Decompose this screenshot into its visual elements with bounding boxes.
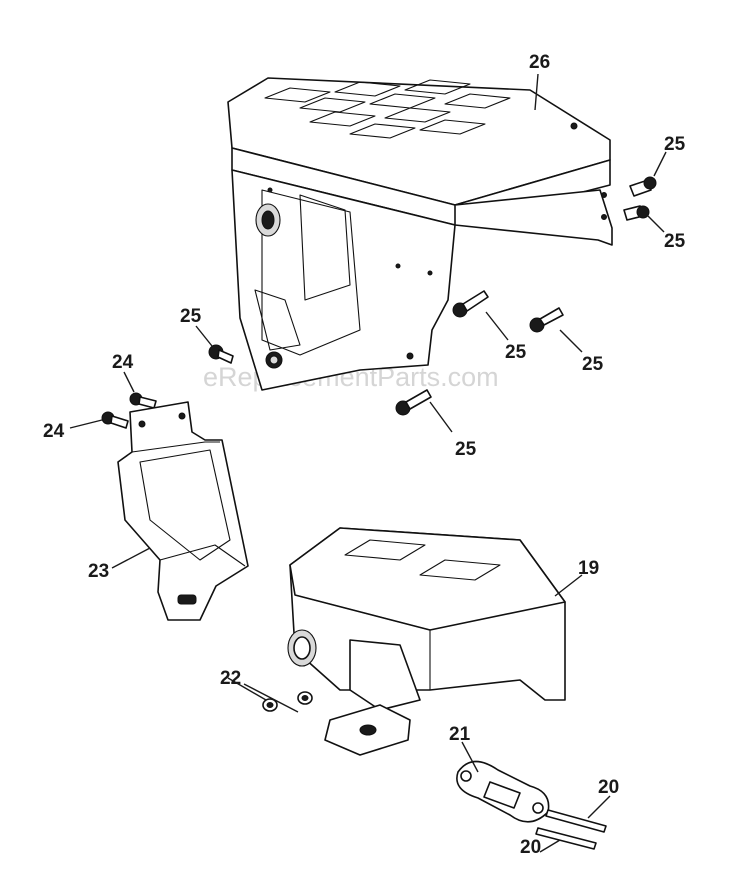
callout-25-center-2: 25 <box>582 354 604 375</box>
callout-22: 22 <box>220 668 241 689</box>
bolt-25-lower <box>395 389 432 416</box>
leader-lines <box>69 73 667 853</box>
bolt-25-center-1 <box>452 290 489 318</box>
engine-shroud-part-26 <box>227 77 613 391</box>
callout-labels: 26 25 25 25 25 25 25 24 24 23 22 21 20 2… <box>43 52 686 858</box>
callout-19: 19 <box>578 558 599 579</box>
bolt-24-lower <box>101 411 129 429</box>
shroud-vents <box>264 79 511 139</box>
callout-25-center-1: 25 <box>505 342 527 363</box>
callout-20-upper: 20 <box>598 777 619 798</box>
bolt-25-center-2 <box>529 307 564 333</box>
callout-25-upper-right: 25 <box>664 134 686 155</box>
nut-22-b <box>297 691 313 705</box>
bolt-24-upper <box>129 392 157 409</box>
callout-23: 23 <box>88 561 109 582</box>
gasket-part-21 <box>456 760 550 823</box>
callout-25-lower: 25 <box>455 439 477 460</box>
callout-24-upper: 24 <box>112 352 134 373</box>
callout-25-right-lower: 25 <box>664 231 686 252</box>
muffler-part-19 <box>287 527 566 756</box>
callout-25-left: 25 <box>180 306 202 327</box>
nut-22-a <box>262 698 278 712</box>
stud-20-b <box>535 827 597 850</box>
callout-26: 26 <box>529 52 550 73</box>
callout-20-lower: 20 <box>520 837 541 858</box>
bolt-25-upper-right <box>629 176 657 197</box>
stud-20-a <box>545 809 607 833</box>
bolt-25-right-lower <box>623 205 650 221</box>
heat-shield-part-23 <box>117 401 249 621</box>
callout-21: 21 <box>449 724 471 745</box>
callout-24-lower: 24 <box>43 421 65 442</box>
bolt-25-left-flange <box>208 344 234 364</box>
